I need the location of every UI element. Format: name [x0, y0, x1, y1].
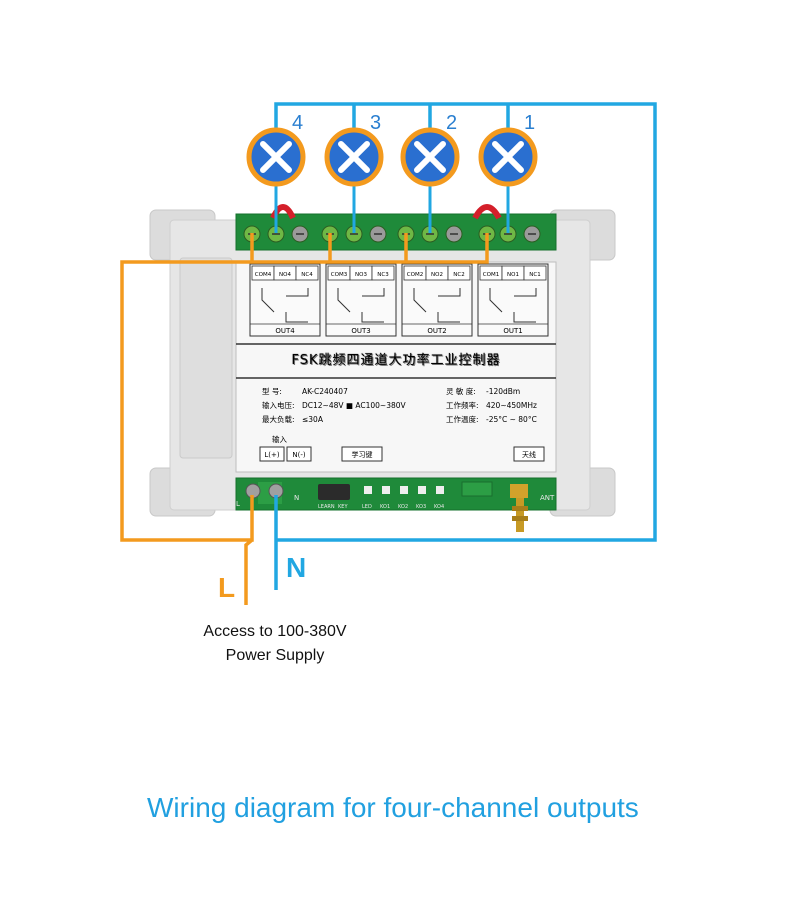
out-label: OUT2 — [427, 327, 446, 335]
bottom-ko3-label: KO3 — [416, 504, 426, 510]
lamp-3-icon — [324, 127, 384, 187]
bottom-key-label: KEY — [338, 504, 348, 510]
top-terminal-screw — [523, 225, 541, 243]
device-title: FSK跳频四通道大功率工业控制器 — [291, 352, 500, 368]
lamp-to-no-wires — [274, 186, 510, 233]
spec-frequency-value: 420~450MHz — [486, 401, 537, 410]
learn-button-box — [341, 446, 383, 462]
bottom-ko4-label: KO4 — [434, 504, 444, 510]
spec-temperature-label: 工作温度: — [446, 414, 479, 424]
bottom-l-label: L — [236, 500, 240, 508]
out-label: OUT4 — [275, 327, 295, 335]
pin-label: NO3 — [355, 272, 367, 278]
l-terminal-label: L(+) — [264, 451, 279, 459]
led — [364, 486, 372, 494]
channel-number-3: 3 — [370, 112, 381, 134]
pin-label: COM3 — [331, 272, 348, 278]
top-terminal-screw — [369, 225, 387, 243]
live-wire — [120, 233, 489, 605]
power-note-line1: Access to 100-380V — [203, 623, 347, 640]
spec-sensitivity-label: 灵 敏 度: — [446, 386, 476, 396]
n-terminal-label: N(-) — [292, 451, 305, 459]
bottom-ko1-label: KO1 — [380, 504, 390, 510]
bottom-terminal-block — [235, 477, 557, 511]
spec-sensitivity-value: -120dBm — [486, 387, 520, 396]
top-terminal-screw — [445, 225, 463, 243]
spec-frequency-label: 工作频率: — [446, 400, 479, 410]
lamp-2-icon — [400, 127, 460, 187]
out-label: OUT3 — [351, 327, 370, 335]
channel-number-4: 4 — [292, 112, 303, 134]
top-terminal-screw — [345, 225, 363, 243]
n-terminal-label-box — [286, 446, 312, 462]
neutral-label: N — [286, 552, 307, 583]
live-label: L — [218, 572, 236, 603]
learn-button-label: 学习键 — [352, 450, 373, 459]
pin-label: NO4 — [279, 272, 291, 278]
pin-label: NO1 — [507, 272, 519, 278]
spec-temperature-value: -25°C ~ 80°C — [486, 415, 537, 424]
bottom-learn-label: LEARN — [318, 504, 335, 510]
antenna-label: 天线 — [522, 450, 536, 459]
channel-number-2: 2 — [446, 112, 457, 134]
pin-label: COM2 — [407, 272, 423, 278]
spec-load-value: ≤30A — [302, 415, 324, 424]
input-label: 输入 — [272, 434, 287, 444]
sma-antenna — [516, 498, 524, 532]
power-note-line2: Power Supply — [225, 647, 325, 664]
pin-label: NC4 — [301, 272, 313, 278]
bottom-n-label: N — [294, 494, 299, 502]
pin-label: COM1 — [483, 272, 499, 278]
pin-label: NC2 — [453, 272, 464, 278]
lamp-4-icon — [246, 127, 306, 187]
spec-load-label: 最大负载: — [262, 414, 295, 424]
spec-voltage-label: 输入电压: — [262, 400, 295, 410]
pin-label: NO2 — [431, 272, 443, 278]
pin-label: NC3 — [377, 272, 389, 278]
bottom-ant-label: ANT — [540, 494, 555, 502]
spec-model-value: AK-C240407 — [302, 387, 348, 396]
out-label: OUT1 — [503, 327, 522, 335]
pin-label: NC1 — [529, 272, 540, 278]
l-terminal-label-box — [259, 446, 285, 462]
diagram-caption: Wiring diagram for four-channel outputs — [147, 792, 639, 823]
bottom-ko2-label: KO2 — [398, 504, 408, 510]
spec-model-label: 型 号: — [262, 387, 282, 396]
channel-number-1: 1 — [524, 112, 535, 134]
top-terminal-screw — [291, 225, 309, 243]
learn-key — [318, 484, 350, 500]
pin-label: COM4 — [255, 272, 272, 278]
top-terminal-screw — [421, 225, 439, 243]
spec-voltage-value: DC12~48V ■ AC100~380V — [302, 401, 407, 410]
antenna-connector — [510, 484, 528, 498]
antenna-box — [513, 446, 545, 462]
bottom-led-label: LED — [362, 504, 372, 510]
lamp-1-icon — [478, 127, 538, 187]
